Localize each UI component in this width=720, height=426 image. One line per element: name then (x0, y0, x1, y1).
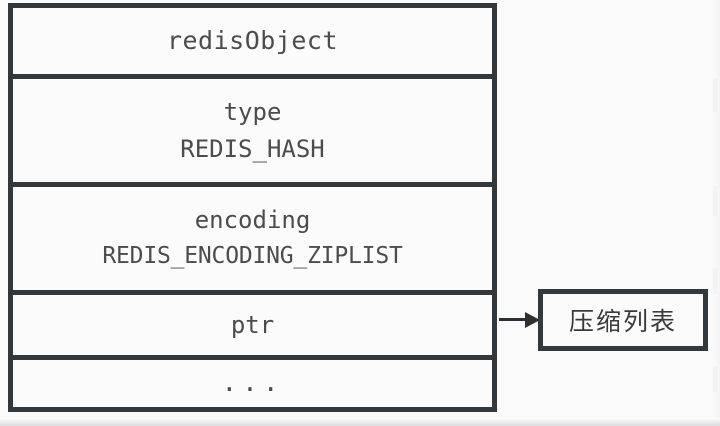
struct-row-type: type REDIS_HASH (13, 74, 492, 182)
ellipsis-label: ... (221, 367, 284, 398)
scan-artifact-middle (713, 186, 718, 216)
struct-row-ptr: ptr (13, 290, 492, 355)
ziplist-target-label: 压缩列表 (568, 307, 677, 336)
ptr-field-name: ptr (230, 310, 275, 339)
type-field-name: type (223, 97, 282, 126)
redis-object-struct-box: redisObject type REDIS_HASH encoding RED… (8, 3, 497, 412)
arrow-right-icon (499, 312, 541, 328)
struct-row-header: redisObject (13, 8, 492, 74)
arrow-head (525, 312, 540, 328)
struct-row-encoding: encoding REDIS_ENCODING_ZIPLIST (13, 182, 492, 290)
scan-artifact-lower (713, 268, 718, 294)
type-field-value: REDIS_HASH (180, 134, 325, 163)
background-bottom-band (0, 418, 720, 426)
encoding-field-value: REDIS_ENCODING_ZIPLIST (102, 243, 403, 270)
struct-row-more: ... (13, 355, 492, 407)
encoding-field-name: encoding (194, 206, 311, 235)
struct-name-label: redisObject (166, 26, 339, 55)
arrow-shaft (499, 318, 529, 321)
scan-artifact-upper (713, 78, 718, 112)
scan-artifact-bottom (713, 366, 718, 392)
ziplist-target-box: 压缩列表 (538, 289, 708, 351)
